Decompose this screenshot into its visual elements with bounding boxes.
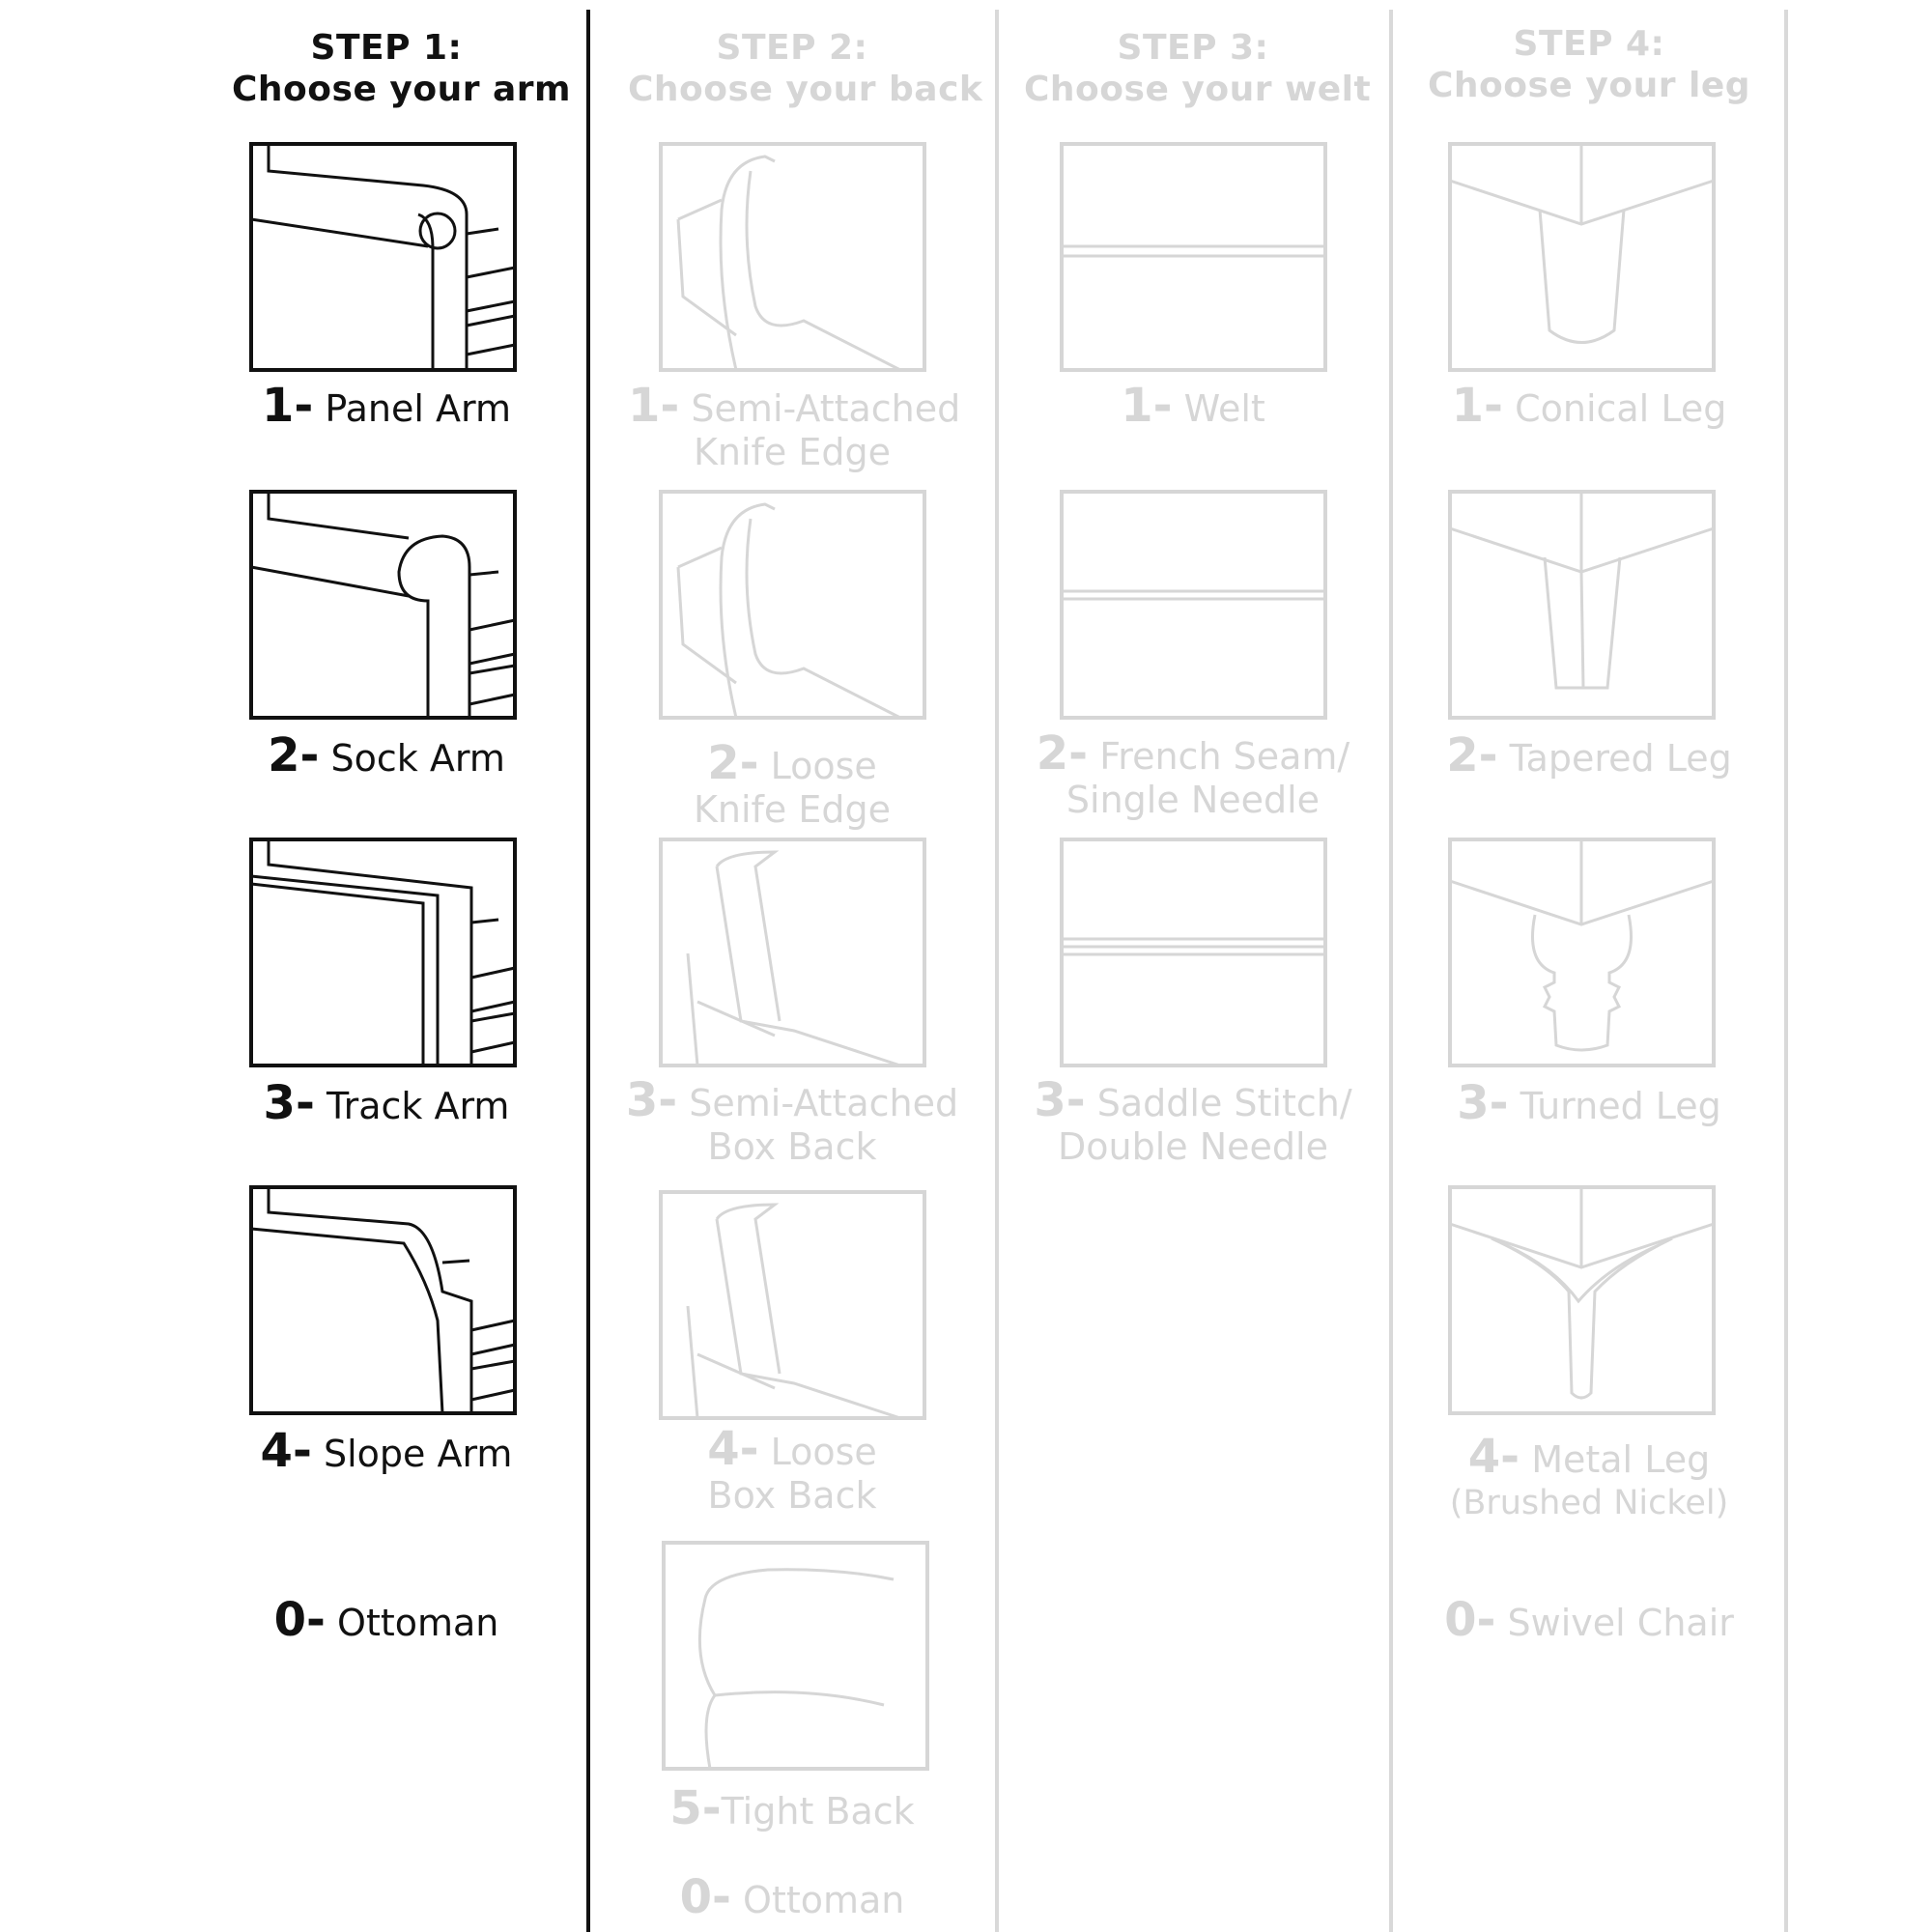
welt-number: 1- bbox=[1121, 379, 1173, 433]
swivel-chair-text: Swivel Chair bbox=[1507, 1602, 1734, 1644]
step2-title-line1: STEP 2: bbox=[716, 28, 868, 68]
arm-ottoman-label[interactable]: 0- Ottoman bbox=[232, 1597, 541, 1645]
turned-leg-icon[interactable] bbox=[1448, 838, 1716, 1067]
tight-back-label[interactable]: 5-Tight Back bbox=[628, 1785, 956, 1833]
semi-attached-box-back-text2: Box Back bbox=[707, 1125, 877, 1168]
step2-title-line2: Choose your back bbox=[628, 70, 983, 109]
semi-attached-knife-edge-icon[interactable] bbox=[659, 142, 926, 372]
arm-ottoman-text: Ottoman bbox=[337, 1602, 499, 1644]
step3-title-line1: STEP 3: bbox=[1117, 28, 1269, 68]
sock-arm-label[interactable]: 2- Sock Arm bbox=[232, 732, 541, 781]
step4-title-line2: Choose your leg bbox=[1427, 66, 1751, 105]
saddle-stitch-text: Saddle Stitch/ bbox=[1096, 1082, 1352, 1124]
swivel-chair-number: 0- bbox=[1444, 1593, 1496, 1647]
back-ottoman-number: 0- bbox=[679, 1870, 731, 1924]
tight-back-number: 5- bbox=[669, 1781, 722, 1835]
french-seam-text: French Seam/ bbox=[1099, 735, 1350, 778]
turned-leg-text: Turned Leg bbox=[1520, 1085, 1721, 1127]
french-seam-icon[interactable] bbox=[1060, 490, 1327, 720]
tapered-leg-number: 2- bbox=[1446, 728, 1498, 782]
metal-leg-number: 4- bbox=[1467, 1430, 1520, 1484]
loose-box-back-text: Loose bbox=[770, 1431, 877, 1473]
panel-arm-number: 1- bbox=[262, 379, 314, 433]
saddle-stitch-icon[interactable] bbox=[1060, 838, 1327, 1067]
slope-arm-text: Slope Arm bbox=[323, 1433, 513, 1475]
slope-arm-label[interactable]: 4- Slope Arm bbox=[232, 1428, 541, 1476]
tapered-leg-label[interactable]: 2- Tapered Leg bbox=[1420, 732, 1758, 781]
welt-text: Welt bbox=[1183, 387, 1265, 430]
semi-attached-box-back-icon[interactable] bbox=[659, 838, 926, 1067]
step3-title-line2: Choose your welt bbox=[1024, 70, 1372, 109]
semi-attached-box-back-number: 3- bbox=[625, 1073, 678, 1127]
loose-knife-edge-text: Loose bbox=[770, 745, 877, 787]
panel-arm-icon[interactable] bbox=[249, 142, 517, 372]
step2-title: STEP 2: Choose your back bbox=[628, 27, 983, 110]
metal-leg-text: Metal Leg bbox=[1531, 1438, 1711, 1481]
slope-arm-number: 4- bbox=[260, 1424, 312, 1478]
track-arm-icon[interactable] bbox=[249, 838, 517, 1067]
divider-step4 bbox=[1784, 10, 1788, 1932]
back-ottoman-label[interactable]: 0- Ottoman bbox=[628, 1874, 956, 1922]
semi-attached-knife-edge-text: Semi-Attached bbox=[691, 387, 961, 430]
divider-step1 bbox=[586, 10, 590, 1932]
french-seam-text2: Single Needle bbox=[1065, 779, 1321, 821]
step1-title: STEP 1: Choose your arm bbox=[232, 27, 572, 110]
saddle-stitch-label[interactable]: 3- Saddle Stitch/ Double Needle bbox=[1024, 1077, 1362, 1169]
arm-ottoman-number: 0- bbox=[273, 1593, 326, 1647]
loose-knife-edge-number: 2- bbox=[707, 736, 759, 790]
loose-box-back-number: 4- bbox=[707, 1422, 759, 1476]
semi-attached-box-back-text: Semi-Attached bbox=[689, 1082, 959, 1124]
tapered-leg-text: Tapered Leg bbox=[1509, 737, 1732, 780]
divider-step2 bbox=[995, 10, 999, 1932]
loose-knife-edge-text2: Knife Edge bbox=[693, 788, 892, 831]
saddle-stitch-number: 3- bbox=[1034, 1073, 1086, 1127]
tight-back-icon[interactable] bbox=[662, 1541, 929, 1771]
panel-arm-label[interactable]: 1- Panel Arm bbox=[232, 383, 541, 431]
conical-leg-icon[interactable] bbox=[1448, 142, 1716, 372]
french-seam-number: 2- bbox=[1036, 726, 1089, 781]
semi-attached-knife-edge-text2: Knife Edge bbox=[693, 431, 892, 473]
metal-leg-icon[interactable] bbox=[1448, 1185, 1716, 1415]
slope-arm-icon[interactable] bbox=[249, 1185, 517, 1415]
semi-attached-box-back-label[interactable]: 3- Semi-Attached Box Back bbox=[618, 1077, 966, 1169]
back-ottoman-text: Ottoman bbox=[743, 1879, 905, 1921]
french-seam-label[interactable]: 2- French Seam/ Single Needle bbox=[1024, 730, 1362, 822]
step1-title-line1: STEP 1: bbox=[310, 28, 463, 68]
metal-leg-label[interactable]: 4- Metal Leg (Brushed Nickel) bbox=[1420, 1434, 1758, 1525]
metal-leg-text2: (Brushed Nickel) bbox=[1449, 1484, 1729, 1522]
divider-step3 bbox=[1389, 10, 1393, 1932]
panel-arm-text: Panel Arm bbox=[325, 387, 511, 430]
step3-title: STEP 3: Choose your welt bbox=[1024, 27, 1372, 110]
track-arm-text: Track Arm bbox=[326, 1085, 510, 1127]
loose-knife-edge-icon[interactable] bbox=[659, 490, 926, 720]
loose-box-back-icon[interactable] bbox=[659, 1190, 926, 1420]
step4-title-line1: STEP 4: bbox=[1513, 24, 1665, 64]
turned-leg-number: 3- bbox=[1457, 1076, 1509, 1130]
sock-arm-text: Sock Arm bbox=[330, 737, 505, 780]
loose-box-back-text2: Box Back bbox=[707, 1474, 877, 1517]
conical-leg-label[interactable]: 1- Conical Leg bbox=[1420, 383, 1758, 431]
semi-attached-knife-edge-label[interactable]: 1- Semi-Attached Knife Edge bbox=[628, 383, 960, 474]
welt-label[interactable]: 1- Welt bbox=[1024, 383, 1362, 431]
sock-arm-icon[interactable] bbox=[249, 490, 517, 720]
tapered-leg-icon[interactable] bbox=[1448, 490, 1716, 720]
conical-leg-number: 1- bbox=[1451, 379, 1503, 433]
track-arm-label[interactable]: 3- Track Arm bbox=[232, 1080, 541, 1128]
turned-leg-label[interactable]: 3- Turned Leg bbox=[1420, 1080, 1758, 1128]
loose-box-back-label[interactable]: 4- Loose Box Back bbox=[628, 1426, 956, 1518]
saddle-stitch-text2: Double Needle bbox=[1058, 1125, 1328, 1168]
step1-title-line2: Choose your arm bbox=[232, 70, 572, 109]
sock-arm-number: 2- bbox=[268, 728, 320, 782]
loose-knife-edge-label[interactable]: 2- Loose Knife Edge bbox=[628, 740, 956, 832]
semi-attached-knife-edge-number: 1- bbox=[628, 379, 680, 433]
welt-icon[interactable] bbox=[1060, 142, 1327, 372]
tight-back-text: Tight Back bbox=[721, 1790, 915, 1833]
track-arm-number: 3- bbox=[263, 1076, 315, 1130]
conical-leg-text: Conical Leg bbox=[1515, 387, 1727, 430]
step4-title: STEP 4: Choose your leg bbox=[1420, 23, 1758, 106]
swivel-chair-label[interactable]: 0- Swivel Chair bbox=[1420, 1597, 1758, 1645]
